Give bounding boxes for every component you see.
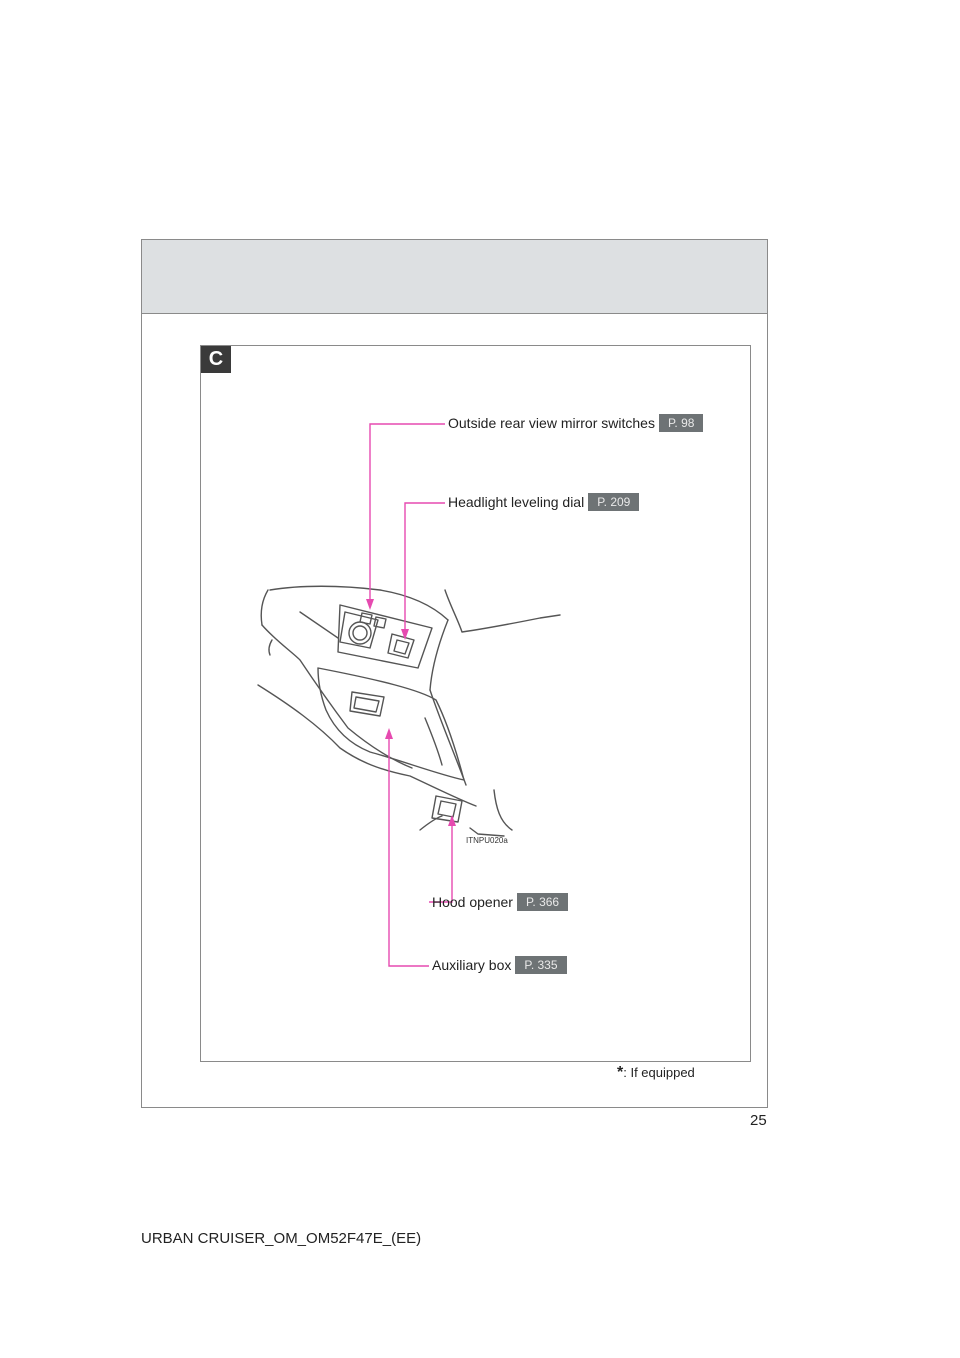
page-frame: [141, 239, 768, 1108]
figure-frame: C: [200, 345, 751, 1062]
callout-auxiliary-box: Auxiliary box P. 335: [432, 956, 567, 974]
document-code: URBAN CRUISER_OM_OM52F47E_(EE): [141, 1230, 422, 1247]
callout-label: Outside rear view mirror switches: [448, 415, 655, 431]
page-ref-badge: P. 98: [658, 414, 704, 432]
page-ref-badge: P. 335: [515, 956, 567, 974]
callout-label: Hood opener: [432, 894, 513, 910]
callout-headlight-dial: Headlight leveling dial P. 209: [448, 493, 640, 511]
callout-hood-opener: Hood opener P. 366: [432, 893, 569, 911]
page-number: 25: [750, 1112, 767, 1129]
section-badge: C: [201, 346, 231, 373]
footnote-marker: *: [617, 1064, 624, 1081]
header-band: [142, 240, 767, 314]
footnote-text: : If equipped: [623, 1065, 695, 1080]
callout-mirror-switches: Outside rear view mirror switches P. 98: [448, 414, 704, 432]
footnote: *: If equipped: [617, 1064, 695, 1082]
page-ref-badge: P. 209: [588, 493, 640, 511]
illustration-code: ITNPU020a: [466, 836, 508, 845]
page-ref-badge: P. 366: [516, 893, 569, 911]
callout-label: Headlight leveling dial: [448, 494, 585, 510]
callout-label: Auxiliary box: [432, 957, 512, 973]
